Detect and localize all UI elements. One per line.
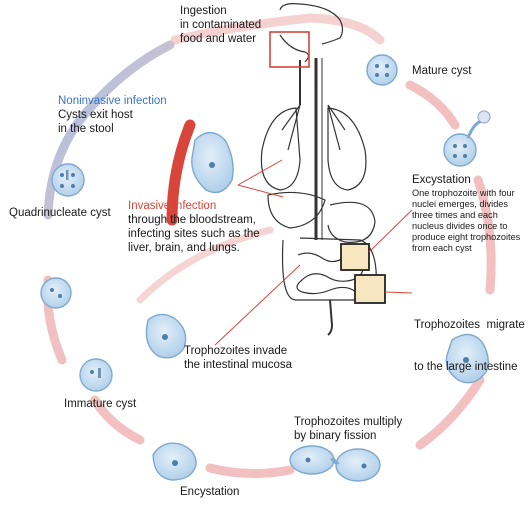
small-intestine-coils (296, 252, 364, 295)
two-nuclei-cyst-cell (40, 277, 72, 309)
excystation-highlight-box (340, 243, 370, 271)
invasive-line-3: liver, brain, and lungs. (128, 242, 240, 254)
invading-trophozoite-cell (145, 313, 187, 359)
mature-cyst-cell (366, 54, 398, 86)
noninvasive-infection-label: Noninvasive infection Cysts exit host in… (58, 94, 167, 136)
excystation-line-2: nuclei emerges, divides (412, 199, 509, 209)
life-cycle-arrow-ring (43, 13, 496, 479)
invasive-line-2: infecting sites such as the (128, 228, 260, 240)
excystation-line-6: from each cyst (412, 243, 472, 253)
quadrinucleate-cyst-cell (51, 163, 85, 197)
invade-label: Trophozoites invade the intestinal mucos… (184, 344, 292, 372)
migrate-callout-line (384, 291, 413, 294)
noninvasive-line-2: in the stool (58, 123, 114, 135)
ingestion-label-line-3: food and water (180, 33, 257, 45)
rectum (327, 299, 334, 336)
cycle-arc-excystation-to-migrate (473, 175, 496, 295)
multiply-line-1: Trophozoites multiply (294, 416, 403, 428)
head-outline (279, 3, 344, 45)
cycle-arc-encystation-to-immature (90, 395, 145, 445)
invasive-callout-line-2 (237, 184, 284, 198)
invade-callout-line (214, 264, 301, 346)
encystation-cell (152, 442, 197, 481)
left-lung (260, 107, 301, 191)
migrating-trophozoite-cell (445, 333, 489, 384)
multiply-line-2: by binary fission (294, 430, 377, 442)
excystation-cell (443, 110, 491, 167)
immature-cyst-cell (79, 358, 113, 392)
excystation-callout-line (368, 209, 413, 253)
bronchi (281, 104, 346, 151)
invade-line-1: Trophozoites invade (184, 345, 288, 357)
invasive-line-1: through the bloodstream, (128, 214, 256, 226)
excystation-line-1: One trophozoite with four (412, 188, 515, 198)
cycle-arc-ingestion-to-mature (170, 13, 385, 45)
ingestion-highlight-box (269, 31, 310, 68)
encystation-label: Encystation (180, 486, 240, 498)
migrate-label: Trophozoites migrate to the large intest… (414, 290, 525, 402)
excystation-line-5: produce eight trophozoites (412, 232, 521, 242)
noninvasive-title: Noninvasive infection (58, 95, 167, 107)
invasive-trophozoite-cell (191, 131, 234, 194)
migrate-highlight-box (354, 274, 386, 304)
migrate-line-1: Trophozoites migrate (414, 319, 525, 331)
invasive-callout-line (237, 159, 283, 186)
binary-fission-cells (289, 445, 381, 482)
stomach (327, 201, 376, 243)
cycle-arc-inner-invade (136, 226, 274, 304)
migrate-line-2: to the large intestine (414, 361, 518, 373)
mature-cyst-label: Mature cyst (412, 65, 472, 77)
cycle-arc-migrate-to-multiply (415, 375, 485, 450)
immature-cyst-label: Immature cyst (64, 398, 137, 410)
cycle-arc-mature-to-excystation (405, 80, 460, 130)
invasive-title: Invasive infection (128, 200, 217, 212)
digestive-system-illustration (260, 3, 377, 336)
excystation-line-3: three times and each (412, 210, 498, 220)
ingestion-label: Ingestion in contaminated food and water (180, 4, 261, 46)
invasive-infection-label: Invasive infection through the bloodstre… (128, 199, 260, 255)
ingestion-label-line-2: in contaminated (180, 19, 262, 31)
quadrinucleate-cyst-label: Quadrinucleate cyst (9, 207, 111, 219)
noninvasive-line-1: Cysts exit host (58, 109, 133, 121)
mouth-region (279, 34, 310, 63)
liver (267, 191, 326, 229)
invasive-infection-arrow (166, 119, 196, 226)
cycle-arc-multiply-to-encystation (205, 463, 295, 479)
invade-line-2: the intestinal mucosa (184, 359, 293, 371)
excystation-line-4: nucleus divides once to (412, 221, 508, 231)
multiply-label: Trophozoites multiply by binary fission (294, 415, 402, 443)
right-lung (327, 107, 367, 191)
ingestion-label-line-1: Ingestion (180, 5, 227, 17)
excystation-title: Excystation (412, 174, 471, 186)
excystation-description: One trophozoite with four nuclei emerges… (412, 188, 520, 254)
